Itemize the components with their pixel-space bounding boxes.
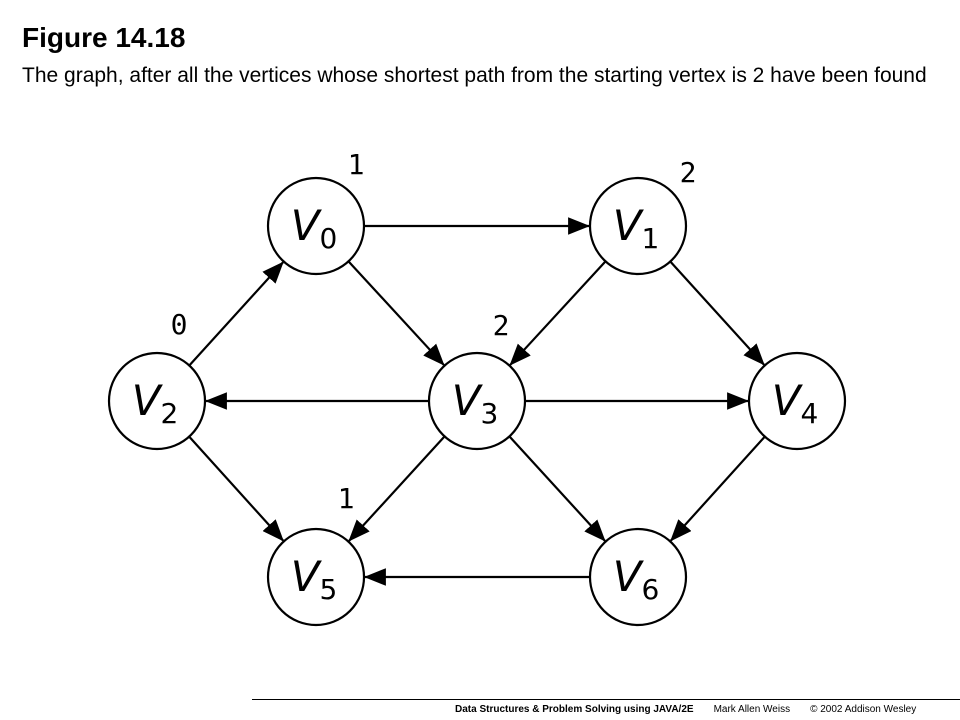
- vertex-circle: [747, 351, 847, 451]
- edge-v1-to-v4: [669, 260, 765, 366]
- vertex-v6: V6: [588, 527, 688, 627]
- vertex-circle: [107, 351, 207, 451]
- distance-label-v2: 0: [171, 308, 188, 341]
- edge-v3-to-v5: [348, 435, 446, 542]
- distance-label-v1: 2: [680, 156, 697, 189]
- vertex-v5: V5 1: [266, 482, 366, 627]
- vertex-label: V0: [291, 201, 338, 255]
- vertex-circle: [588, 176, 688, 276]
- edge-v1-to-v3: [509, 260, 607, 366]
- figure-title: Figure 14.18: [22, 22, 186, 53]
- footer: Data Structures & Problem Solving using …: [455, 704, 916, 716]
- vertex-circle: [427, 351, 527, 451]
- edge-v0-to-v3: [347, 260, 445, 366]
- vertex-v3: V3 2: [427, 309, 527, 451]
- vertex-label: V2: [132, 376, 179, 430]
- edge-v2-to-v0: [188, 261, 284, 367]
- footer-book-title: Data Structures & Problem Solving using …: [455, 704, 694, 715]
- figure-caption: The graph, after all the vertices whose …: [22, 64, 927, 87]
- vertex-label: V5: [291, 552, 338, 606]
- edge-v4-to-v6: [670, 435, 766, 542]
- distance-label-v3: 2: [493, 309, 510, 342]
- footer-divider: [252, 699, 960, 700]
- footer-copyright: © 2002 Addison Wesley: [810, 704, 917, 715]
- distance-label-v5: 1: [338, 482, 355, 515]
- vertex-v2: V2 0: [107, 308, 207, 451]
- vertex-v0: V0 1: [266, 148, 366, 276]
- vertex-label: V4: [772, 376, 819, 430]
- footer-author: Mark Allen Weiss: [713, 704, 791, 715]
- edges-layer: [188, 217, 766, 586]
- vertex-label: V1: [613, 201, 660, 255]
- vertex-v1: V1 2: [588, 156, 697, 276]
- edge-v2-to-v5: [188, 435, 284, 542]
- vertex-circle: [266, 527, 366, 627]
- vertex-label: V3: [452, 376, 499, 430]
- vertex-label: V6: [613, 552, 660, 606]
- vertex-v4: V4: [747, 351, 847, 451]
- vertex-circle: [266, 176, 366, 276]
- vertex-circle: [588, 527, 688, 627]
- distance-label-v0: 1: [348, 148, 365, 181]
- edge-v3-to-v6: [508, 435, 606, 542]
